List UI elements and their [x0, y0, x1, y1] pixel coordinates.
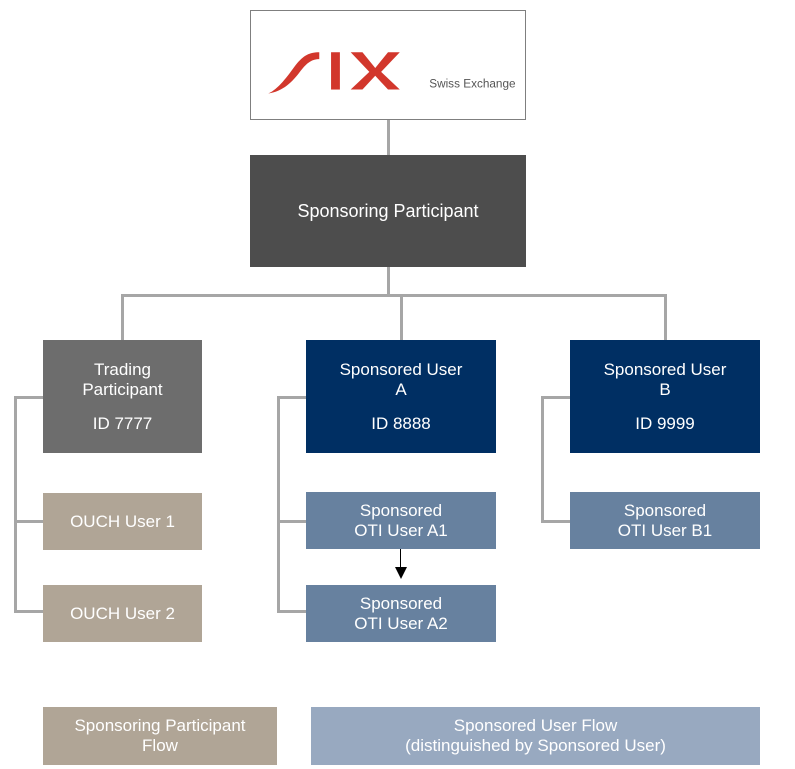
legend-sponsored-flow-line2: (distinguished by Sponsored User) [405, 736, 666, 755]
ouch-user-2-label: OUCH User 2 [70, 603, 175, 623]
oti-user-a2-line2: OTI User A2 [354, 613, 448, 633]
six-logo-box: Swiss Exchange [250, 10, 526, 120]
bracket-trading-top [14, 396, 43, 399]
oti-user-a2-box: Sponsored OTI User A2 [306, 585, 496, 642]
sponsored-user-a-id: ID 8888 [371, 413, 431, 433]
bracket-trading-ouch2 [14, 610, 43, 613]
legend-sponsoring-flow-line2: Flow [142, 736, 178, 755]
sponsored-user-a-line2: A [395, 379, 407, 399]
sponsored-user-b-id: ID 9999 [635, 413, 695, 433]
oti-user-b1-line1: Sponsored [623, 500, 707, 520]
oti-user-b1-line2: OTI User B1 [617, 520, 713, 540]
legend-sponsoring-flow: Sponsoring Participant Flow [43, 707, 277, 765]
trading-participant-id: ID 7777 [92, 413, 153, 433]
bracket-a-oti2 [277, 610, 306, 613]
bracket-b-vertical [541, 396, 544, 523]
trading-participant-line1: Trading [93, 359, 151, 379]
sponsoring-participant-box: Sponsoring Participant [250, 155, 526, 267]
bracket-trading-ouch1 [14, 520, 43, 523]
connector-horizontal-bar [121, 294, 666, 297]
connector-to-user-b [664, 294, 667, 340]
six-logo: Swiss Exchange [268, 52, 516, 94]
sponsored-user-b-line2: B [659, 379, 671, 399]
bracket-b-oti1 [541, 520, 570, 523]
ouch-user-1-box: OUCH User 1 [43, 493, 202, 550]
ouch-user-1-label: OUCH User 1 [70, 511, 175, 531]
connector-to-trading [121, 294, 124, 340]
oti-user-a2-line1: Sponsored [359, 593, 443, 613]
arrow-down-icon [395, 567, 407, 579]
bracket-b-top [541, 396, 570, 399]
legend-sponsored-flow-line1: Sponsored User Flow [453, 716, 618, 735]
sponsored-user-b-box: Sponsored User B ID 9999 [570, 340, 760, 453]
arrow-a1-to-a2-shaft [400, 549, 401, 569]
sponsored-user-a-line1: Sponsored User [339, 359, 463, 379]
bracket-a-oti1 [277, 520, 306, 523]
connector-to-user-a [400, 294, 403, 340]
oti-user-a1-line1: Sponsored [359, 500, 443, 520]
bracket-a-top [277, 396, 306, 399]
legend-sponsored-flow: Sponsored User Flow (distinguished by Sp… [311, 707, 760, 765]
oti-user-a1-line2: OTI User A1 [354, 520, 448, 540]
sponsoring-participant-label: Sponsoring Participant [297, 201, 479, 221]
oti-user-a1-box: Sponsored OTI User A1 [306, 492, 496, 549]
legend-sponsoring-flow-line1: Sponsoring Participant [74, 716, 246, 735]
trading-participant-box: Trading Participant ID 7777 [43, 340, 202, 453]
six-logo-mark [268, 52, 400, 94]
trading-participant-line2: Participant [82, 379, 163, 399]
sponsored-user-a-box: Sponsored User A ID 8888 [306, 340, 496, 453]
bracket-a-vertical [277, 396, 280, 612]
ouch-user-2-box: OUCH User 2 [43, 585, 202, 642]
logo-tagline: Swiss Exchange [429, 78, 516, 91]
connector-logo-to-sponsoring [387, 120, 390, 155]
bracket-trading-vertical [14, 396, 17, 612]
oti-user-b1-box: Sponsored OTI User B1 [570, 492, 760, 549]
connector-sponsoring-down [387, 267, 390, 296]
sponsored-user-b-line1: Sponsored User [603, 359, 727, 379]
